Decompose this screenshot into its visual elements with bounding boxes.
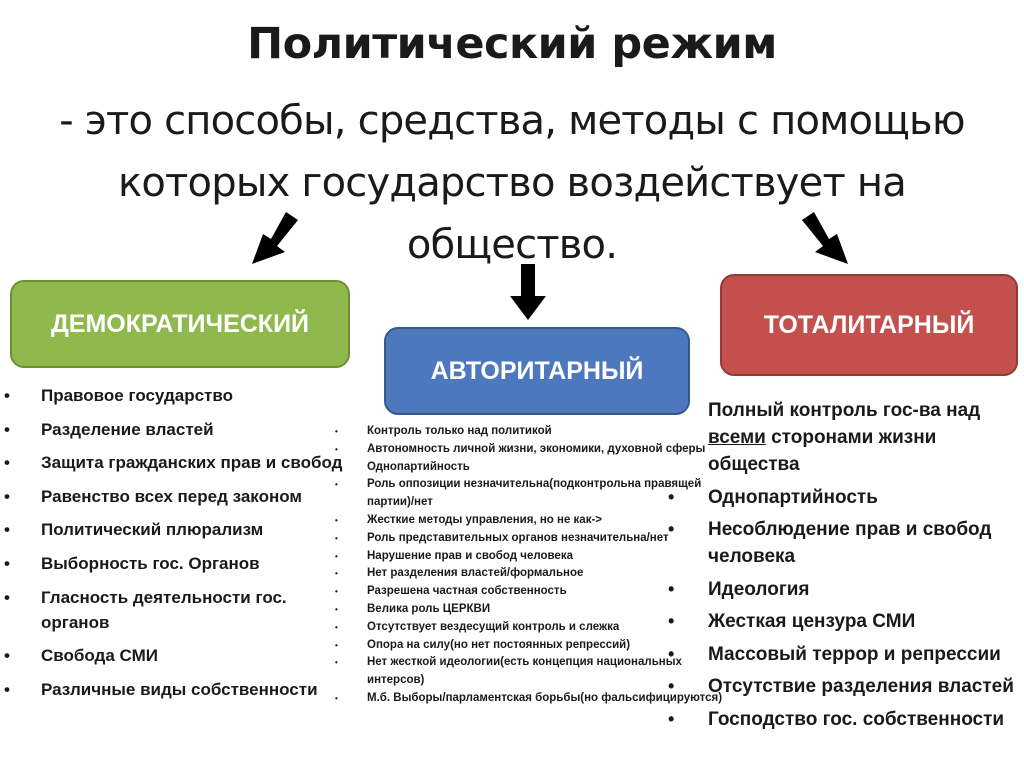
arrow-to-democratic-icon [252,212,298,264]
bullet-icon: • [335,640,338,650]
bullet-icon: • [668,708,675,729]
list-item: •Нет разделения властей/формальное [335,565,723,583]
authoritarian-features-list: •Контроль только над политикой •Автономн… [335,423,723,708]
list-item: •Свобода СМИ [4,643,358,668]
list-item: •Господство гос. собственности [668,706,1024,733]
bullet-icon: • [668,676,675,696]
bullet-icon: • [4,587,10,607]
list-item: •Правовое государство [4,383,358,408]
totalitarian-regime-box: ТОТАЛИТАРНЫЙ [720,274,1018,376]
list-item: •Нет жесткой идеологии(есть концепция на… [335,656,682,687]
bullet-icon: • [335,569,338,579]
list-item: •Нарушение прав и свобод человека [335,548,723,566]
list-item: •Массовый террор и репрессии [668,641,1024,668]
authoritarian-regime-box: АВТОРИТАРНЫЙ [384,327,690,415]
bullet-icon: • [668,611,675,631]
bullet-icon: • [668,486,675,507]
list-item: •Выборность гос. Органов [4,551,358,576]
bullet-icon: • [4,419,10,439]
list-item: •Равенство всех перед законом [4,484,358,509]
list-item: •Роль представительных органов незначите… [335,530,723,548]
list-item: •Различные виды собственности [4,677,358,702]
bullet-icon: • [4,646,10,666]
page-title: Политический режим [247,19,777,69]
list-item: •Однопартийность [335,459,723,477]
list-item: •Жесткие методы управления, но не как-> [335,512,723,530]
list-item: •Отсутствует вездесущий контроль и слежк… [335,619,723,637]
democratic-features-list: •Правовое государство •Разделение власте… [4,383,358,710]
bullet-icon: • [668,519,675,539]
bullet-icon: • [335,533,338,543]
list-item: •Политический плюрализм [4,517,358,542]
list-item: Полный контроль гос-ва над всеми сторона… [708,400,981,475]
bullet-icon: • [335,462,338,472]
bullet-icon: • [335,444,338,454]
list-item: •Автономность личной жизни, экономики, д… [335,441,723,459]
list-item: •Контроль только над политикой [335,423,723,441]
bullet-icon: • [668,643,675,664]
list-item: •Велика роль ЦЕРКВИ [335,601,723,619]
list-item: •Опора на силу(но нет постоянных репресс… [335,637,723,655]
list-item: •Несоблюдение прав и свобод человека [668,516,1024,570]
democratic-regime-box: ДЕМОКРАТИЧЕСКИЙ [10,280,350,368]
bullet-icon: • [335,551,338,561]
arrow-to-authoritarian-icon [510,264,546,320]
bullet-icon: • [335,587,338,597]
list-item: •Роль оппозиции незначительна(подконтрол… [335,478,702,509]
list-item: •Гласность деятельности гос. органов [4,585,358,635]
bullet-icon: • [4,453,10,473]
list-item: •Отсутствие разделения властей [668,673,1024,700]
bullet-icon: • [335,427,338,436]
bullet-icon: • [335,693,338,703]
bullet-icon: • [4,553,10,573]
bullet-icon: • [335,622,338,632]
list-item: •Разделение властей [4,417,358,442]
list-item: •Однопартийность [668,484,1024,511]
list-item: •Разрешена частная собственность [335,583,723,601]
bullet-icon: • [335,658,338,668]
list-item: •Жесткая цензура СМИ [668,608,1024,635]
list-item: •М.б. Выборы/парламентская борьбы(но фал… [335,690,723,708]
list-item: •Идеология [668,576,1024,603]
bullet-icon: • [668,578,675,599]
bullet-icon: • [335,604,338,614]
bullet-icon: • [4,486,10,506]
bullet-icon: • [4,386,10,405]
bullet-icon: • [4,520,10,540]
list-item: •Защита гражданских прав и свобод [4,450,358,475]
bullet-icon: • [335,515,338,525]
arrow-to-totalitarian-icon [802,212,848,264]
bullet-icon: • [335,480,338,490]
totalitarian-features-list: Полный контроль гос-ва над всеми сторона… [668,397,1024,738]
bullet-icon: • [4,679,10,699]
regime-definition: - это способы, средства, методы с помощь… [59,98,965,268]
